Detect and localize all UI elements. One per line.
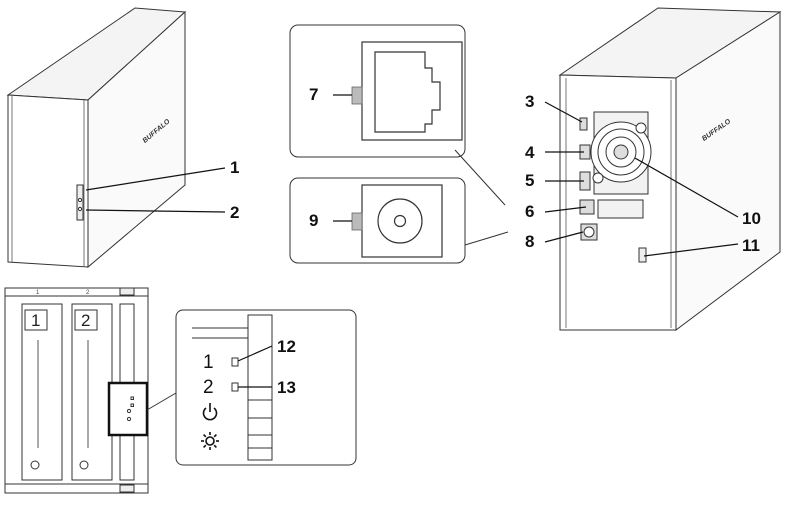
front-led-1 bbox=[77, 197, 83, 203]
power-led bbox=[351, 212, 363, 231]
bay-tab-1: 1 bbox=[36, 290, 40, 296]
security-slot bbox=[638, 247, 647, 263]
bay-number-2: 2 bbox=[81, 311, 91, 330]
drive-2-led bbox=[231, 382, 239, 392]
callout-4: 4 bbox=[525, 143, 535, 162]
callout-9: 9 bbox=[309, 211, 319, 230]
gear-icon bbox=[201, 432, 219, 450]
callout-6: 6 bbox=[525, 202, 535, 221]
callout-10: 10 bbox=[742, 209, 761, 228]
bay-tab-2: 2 bbox=[86, 290, 90, 296]
callout-2: 2 bbox=[230, 203, 240, 222]
callout-13: 13 bbox=[277, 378, 296, 397]
leader-lines bbox=[85, 101, 739, 388]
indicator-highlight-box bbox=[107, 381, 149, 437]
front-panel-unit bbox=[4, 287, 177, 494]
callout-11: 11 bbox=[742, 236, 760, 255]
front-led-2 bbox=[77, 206, 83, 212]
indicator-label-2: 2 bbox=[203, 377, 214, 398]
power-icon bbox=[202, 403, 218, 421]
callout-3: 3 bbox=[525, 92, 535, 111]
bay-number-1: 1 bbox=[31, 311, 41, 330]
rear-view-unit bbox=[558, 7, 782, 331]
callout-7: 7 bbox=[309, 85, 319, 104]
drive-bay-2[interactable] bbox=[71, 303, 113, 481]
callout-12: 12 bbox=[277, 337, 296, 356]
callout-5: 5 bbox=[525, 171, 535, 190]
indicator-label-1: 1 bbox=[203, 352, 214, 373]
front-view-unit bbox=[6, 7, 187, 269]
zoom-lan-port bbox=[289, 24, 506, 206]
drive-bay-1[interactable] bbox=[21, 303, 63, 481]
callout-8: 8 bbox=[525, 232, 535, 251]
lan-led bbox=[351, 86, 363, 105]
drive-1-led bbox=[231, 357, 239, 367]
rj45-port-outline bbox=[374, 51, 441, 133]
zoom-power-button bbox=[289, 177, 509, 264]
callout-1: 1 bbox=[230, 158, 240, 177]
